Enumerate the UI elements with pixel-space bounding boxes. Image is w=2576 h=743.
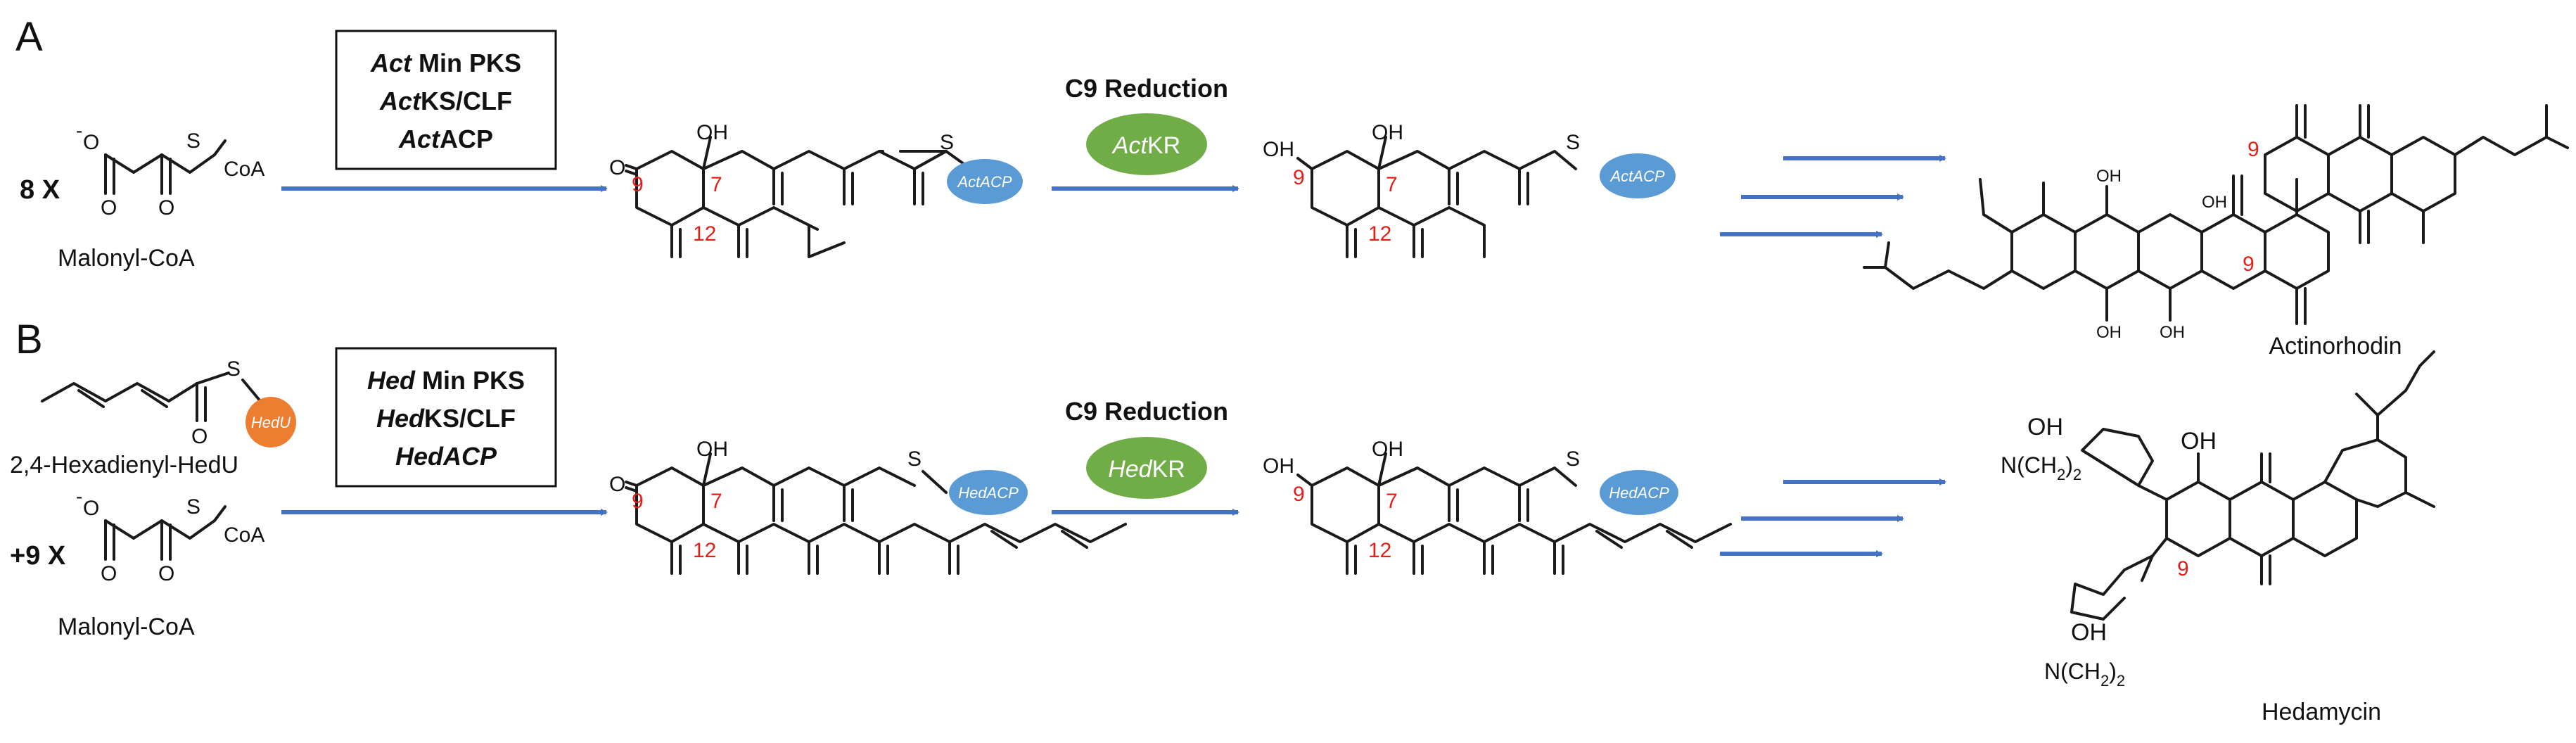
oh-act-2: OH: [2096, 323, 2122, 342]
pks-box-b: [335, 347, 557, 488]
oxygen-minus-b: O: [83, 497, 99, 520]
kr-bubble-a: [1086, 113, 1207, 175]
pks-box-a-line2: ActKS/CLF: [379, 87, 512, 115]
pos-12-b1: 12: [693, 539, 716, 562]
oh-act-4: OH: [2202, 193, 2227, 212]
act-acp-bubble-a1: [947, 159, 1023, 204]
kr-bubble-b: [1086, 437, 1207, 499]
sulfur-hedu: S: [227, 357, 241, 381]
oh-act-1: OH: [2096, 167, 2122, 186]
pos-9-b1: 9: [632, 490, 644, 513]
sulfur-b2: S: [1566, 447, 1580, 471]
coa-label-a: CoA: [224, 158, 264, 181]
pks-box-a: [335, 30, 557, 170]
oh-b2-top: OH: [1372, 438, 1403, 461]
pos-12-a1: 12: [693, 222, 716, 246]
oh-hed-1: OH: [2181, 428, 2217, 455]
carbonyl-o-hedu: O: [191, 425, 208, 448]
pos-9-a2: 9: [1293, 166, 1305, 189]
hedu-label: HedU: [251, 414, 291, 431]
pos-9-act-top: 9: [2247, 138, 2259, 161]
hedamycin-label: Hedamycin: [2262, 699, 2381, 725]
carbonyl-o1-a: O: [101, 196, 117, 220]
hed-acp-bubble-b2: [1600, 470, 1678, 515]
amine-hed-2: N(CH2)2: [2044, 659, 2125, 690]
malonyl-coa-structure-b: [104, 505, 227, 561]
panel-letter-a: A: [15, 14, 43, 60]
pos-7-a2: 7: [1386, 173, 1398, 196]
coa-label-b: CoA: [224, 523, 264, 547]
kr-label-b: HedKR: [1108, 456, 1185, 483]
kr-label-a: ActKR: [1111, 132, 1180, 159]
c9-reduction-title-b: C9 Reduction: [1065, 397, 1228, 426]
pos-9-b2: 9: [1293, 483, 1305, 506]
act-acp-label-a2: ActACP: [1609, 167, 1664, 185]
oh-b1: OH: [696, 438, 728, 461]
oh-a2-c9: OH: [1263, 138, 1294, 161]
hedu-bubble: [246, 397, 296, 447]
actinorhodin-label: Actinorhodin: [2269, 333, 2402, 360]
pos-12-b2: 12: [1368, 539, 1391, 562]
hedamycin-structure: [2070, 350, 2435, 621]
stoich-b: +9 X: [10, 541, 66, 571]
oh-hed-3: OH: [2071, 619, 2107, 646]
oxo-9-b1: O: [609, 473, 625, 496]
reduced-intermediate-a: [1296, 136, 1577, 258]
oh-act-3: OH: [2160, 323, 2185, 342]
sulfur-a2: S: [1566, 131, 1580, 154]
hed-acp-bubble-b1: [949, 470, 1028, 515]
sulfur-a1: S: [940, 131, 954, 154]
pos-9-a1: 9: [632, 173, 644, 196]
act-acp-label-a1: ActACP: [956, 173, 1012, 191]
oh-b2-c9: OH: [1263, 455, 1294, 478]
minus-sign-a: -: [76, 120, 82, 141]
oxygen-minus-a: O: [83, 131, 99, 154]
amine-hed-1: N(CH2)2: [2001, 452, 2081, 483]
malonyl-coa-label-a: Malonyl-CoA: [58, 245, 195, 272]
carbonyl-o2-b: O: [158, 562, 174, 585]
s-bond-b1: [922, 470, 948, 494]
polyketide-intermediate-a: [625, 136, 972, 258]
oh-a1: OH: [696, 121, 728, 144]
hexadienyl-hedu-structure: [41, 372, 262, 422]
stoich-a: 8 X: [20, 175, 60, 205]
oh-hed-2: OH: [2027, 414, 2063, 440]
oxo-9-a1: O: [609, 156, 625, 179]
pos-12-a2: 12: [1368, 222, 1391, 246]
pks-box-b-line1: Hed Min PKS: [367, 366, 525, 395]
reduced-intermediate-b: [1296, 452, 1732, 575]
pos-7-b2: 7: [1386, 490, 1398, 513]
panel-letter-b: B: [15, 317, 43, 362]
sulfur-a: S: [186, 129, 200, 153]
pks-box-b-line3: HedACP: [395, 442, 497, 471]
pos-7-b1: 7: [710, 490, 722, 513]
pks-box-a-line3: ActACP: [398, 125, 493, 153]
oh-a2-top: OH: [1372, 121, 1403, 144]
pos-9-act-bottom: 9: [2243, 253, 2255, 276]
minus-sign-b: -: [76, 485, 82, 507]
malonyl-coa-structure-a: [104, 139, 227, 195]
hexadienyl-hedu-name: 2,4-Hexadienyl-HedU: [10, 452, 238, 478]
c9-reduction-title-a: C9 Reduction: [1065, 74, 1228, 103]
sulfur-b1: S: [907, 447, 922, 471]
hed-acp-label-b1: HedACP: [958, 484, 1019, 502]
carbonyl-o2-a: O: [158, 196, 174, 220]
polyketide-intermediate-b: [625, 452, 1127, 575]
hed-acp-label-b2: HedACP: [1609, 484, 1669, 502]
actinorhodin-structure: [1863, 104, 2569, 325]
sulfur-b: S: [186, 495, 200, 519]
pos-9-hed: 9: [2177, 557, 2189, 580]
act-acp-bubble-a2: [1600, 153, 1676, 198]
carbonyl-o1-b: O: [101, 562, 117, 585]
pks-box-b-line2: HedKS/CLF: [376, 404, 516, 433]
malonyl-coa-label-b: Malonyl-CoA: [58, 614, 195, 640]
pks-box-a-line1: Act Min PKS: [370, 49, 521, 77]
pos-7-a1: 7: [710, 173, 722, 196]
